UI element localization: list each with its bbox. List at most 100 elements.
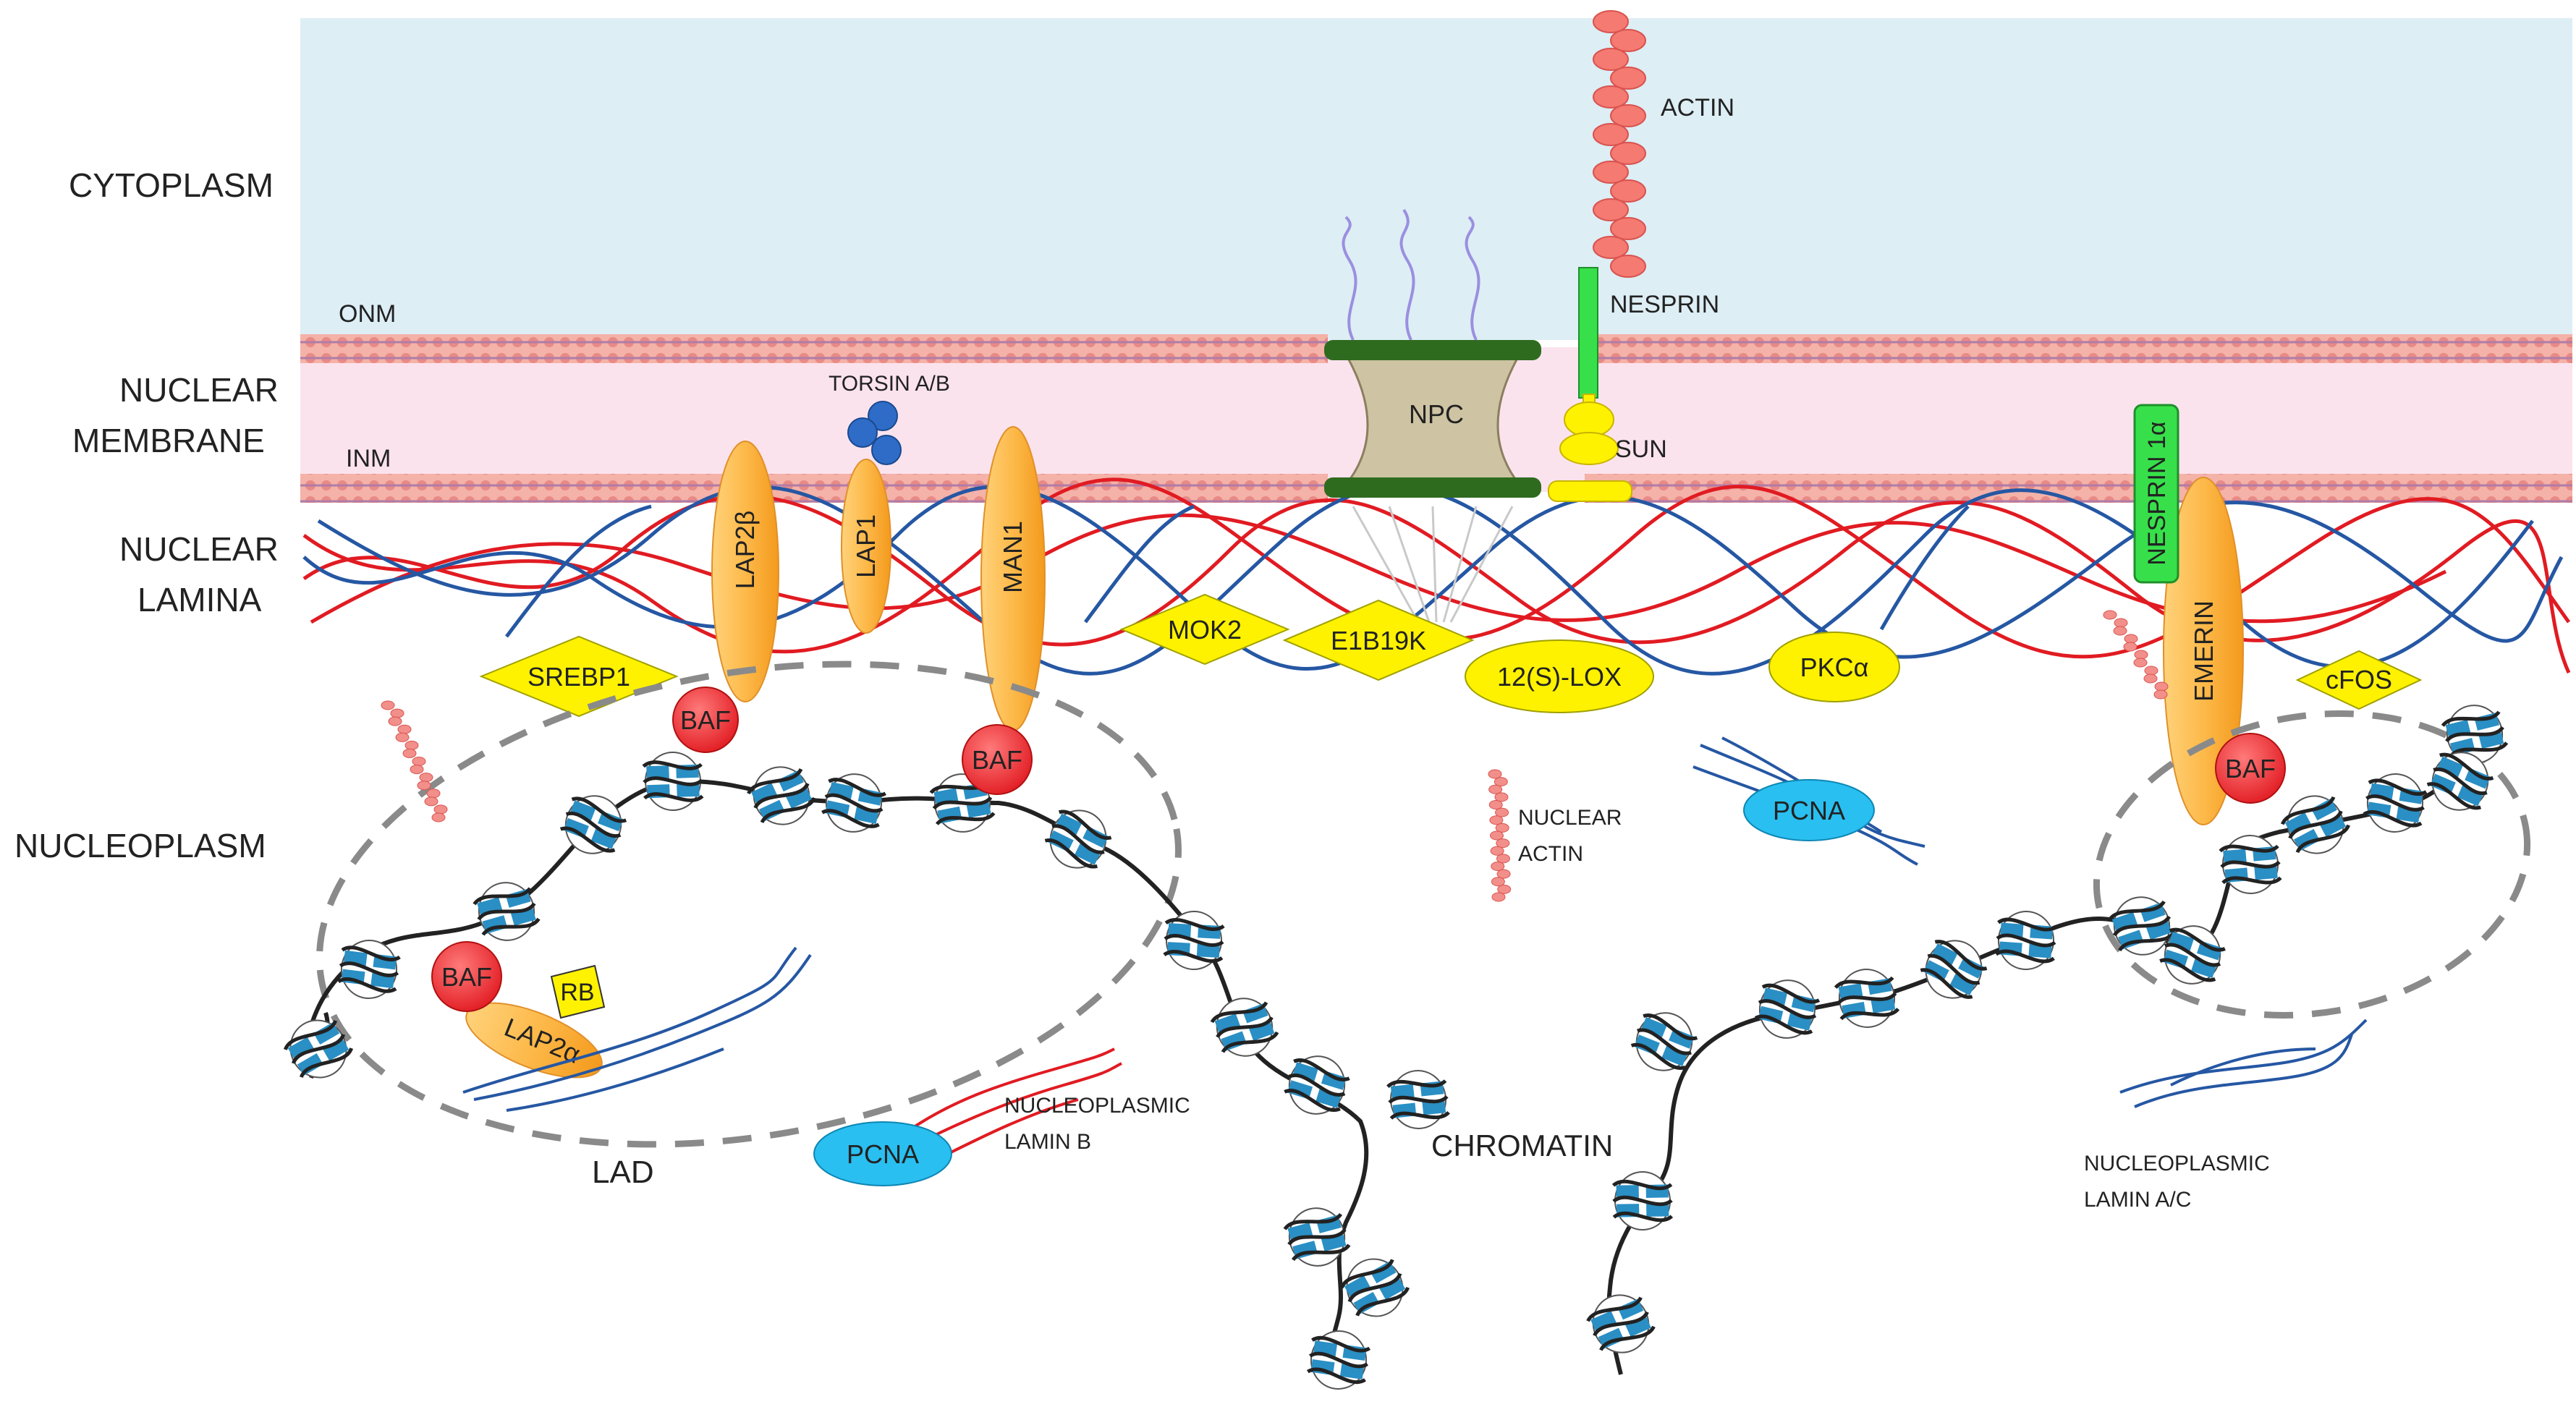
mok2-diamond: MOK2	[1119, 593, 1290, 666]
actin-bead	[2134, 650, 2148, 660]
actin-bead	[1496, 869, 1511, 879]
outer-nuclear-membrane	[300, 334, 2572, 363]
baf-protein: BAF	[672, 687, 739, 753]
actin-bead	[1593, 85, 1629, 109]
nucleoplasmic-lamin-a-filaments	[462, 736, 2368, 1112]
sun-protein	[1548, 394, 1632, 502]
actin-bead	[1491, 892, 1506, 902]
actin-bead	[404, 740, 419, 750]
nesprin1a-protein: NESPRIN 1α	[2133, 404, 2179, 584]
baf-protein: BAF	[431, 941, 502, 1012]
actin-bead	[1489, 815, 1504, 825]
actin-bead	[410, 765, 424, 775]
nucleosome	[929, 773, 996, 833]
actin-bead	[2124, 634, 2138, 644]
actin-bead	[2144, 666, 2158, 676]
e1b19k-label: E1B19K	[1331, 626, 1426, 655]
emerin-label: EMERIN	[2189, 600, 2219, 702]
nucleosome	[1283, 1207, 1351, 1267]
nucleosome	[1611, 1171, 1674, 1230]
nucleoplasm-label: NUCLEOPLASM	[14, 827, 266, 864]
nucleosome	[1339, 1258, 1410, 1317]
rb-label: RB	[560, 979, 594, 1006]
actin-bead	[1495, 822, 1509, 833]
pkca-label: PKCα	[1800, 653, 1869, 682]
nucleosome	[2441, 705, 2509, 764]
mok2-label: MOK2	[1168, 615, 1242, 645]
npc-label: NPC	[1409, 399, 1464, 429]
lamin-b-label-line1: NUCLEOPLASMIC	[1004, 1094, 1190, 1118]
actin-bead	[402, 748, 417, 758]
lap2b-protein: LAP2β	[711, 441, 779, 702]
sun-label: SUN	[1615, 435, 1667, 463]
cytoplasm-label: CYTOPLASM	[69, 166, 274, 204]
lad-label: LAD	[592, 1155, 654, 1190]
lamin-b-filament	[505, 504, 1970, 638]
actin-bead	[1593, 48, 1629, 71]
lap2b-label: LAP2β	[730, 511, 760, 590]
actin-bead	[381, 700, 395, 710]
actin-bead	[2133, 658, 2148, 668]
nucleosome	[1995, 911, 2057, 970]
nesprin-label: NESPRIN	[1610, 291, 1719, 318]
baf-label: BAF	[2225, 754, 2276, 783]
torsin-label: TORSIN A/B	[829, 372, 950, 396]
actin-bead	[1488, 800, 1503, 809]
actin-bead	[1610, 104, 1646, 127]
nucleoplasmic-lamin-b-filaments	[910, 1047, 1122, 1159]
lamin-b-filament	[302, 485, 2564, 671]
actin-bead	[1593, 236, 1629, 259]
actin-bead	[1610, 217, 1646, 240]
lap1-label: LAP1	[851, 514, 881, 578]
actin-filament	[1593, 10, 1646, 278]
nucleosome	[1920, 940, 1988, 999]
nucleosome	[1630, 1012, 1698, 1071]
nucleosome	[642, 752, 704, 811]
lox-ellipse: 12(S)-LOX	[1465, 639, 1654, 713]
actin-bead	[1488, 769, 1502, 779]
lamin-a-filament	[310, 513, 2447, 624]
actin-bead	[424, 796, 438, 807]
actin-bead	[2114, 618, 2128, 628]
actin-bead	[1593, 161, 1629, 184]
nuclear-actin-label-line2: ACTIN	[1518, 842, 1583, 866]
nucleosome	[1210, 998, 1279, 1057]
actin-bead	[1496, 838, 1510, 849]
man1-label: MAN1	[998, 521, 1028, 593]
actin-bead	[417, 781, 431, 791]
e1b19k-diamond: E1B19K	[1282, 599, 1475, 681]
actin-bead	[2154, 681, 2169, 692]
nuclear-actin-label-line1: NUCLEAR	[1518, 806, 1622, 830]
actin-bead	[1610, 67, 1646, 90]
actin-bead	[426, 788, 441, 799]
pkca-ellipse: PKCα	[1768, 632, 1900, 702]
nucleosome	[2159, 925, 2226, 985]
chromatin-label: CHROMATIN	[1431, 1128, 1613, 1162]
actin-label: ACTIN	[1661, 94, 1734, 122]
actin-bead	[388, 716, 402, 726]
inm-label: INM	[346, 445, 391, 472]
lap1-protein: LAP1	[841, 459, 891, 634]
nucleosome	[283, 1019, 354, 1079]
nucleosome	[2107, 896, 2177, 956]
nuclear-lamina-label-line1: NUCLEAR	[119, 530, 279, 568]
chromatin-nucleosomes	[283, 705, 2509, 1390]
baf-protein: BAF	[962, 724, 1033, 795]
actin-bead	[1496, 854, 1510, 864]
nucleosome	[1284, 1055, 1350, 1115]
actin-bead	[397, 724, 412, 734]
lox-label: 12(S)-LOX	[1497, 662, 1622, 692]
lad-boundary	[2093, 710, 2531, 1019]
actin-bead	[1497, 884, 1512, 894]
cfos-diamond: cFOS	[2295, 650, 2423, 710]
baf-label: BAF	[972, 745, 1022, 775]
baf-protein: BAF	[2215, 733, 2286, 804]
actin-bead	[395, 732, 410, 742]
actin-bead	[1593, 198, 1629, 221]
nuclear-membrane-label-line1: NUCLEAR	[119, 371, 279, 409]
cytoplasm-region	[300, 18, 2572, 340]
actin-bead	[431, 812, 446, 822]
actin-bead	[2103, 610, 2117, 620]
nucleosome	[1586, 1294, 1656, 1353]
nucleosome	[1754, 979, 1821, 1039]
